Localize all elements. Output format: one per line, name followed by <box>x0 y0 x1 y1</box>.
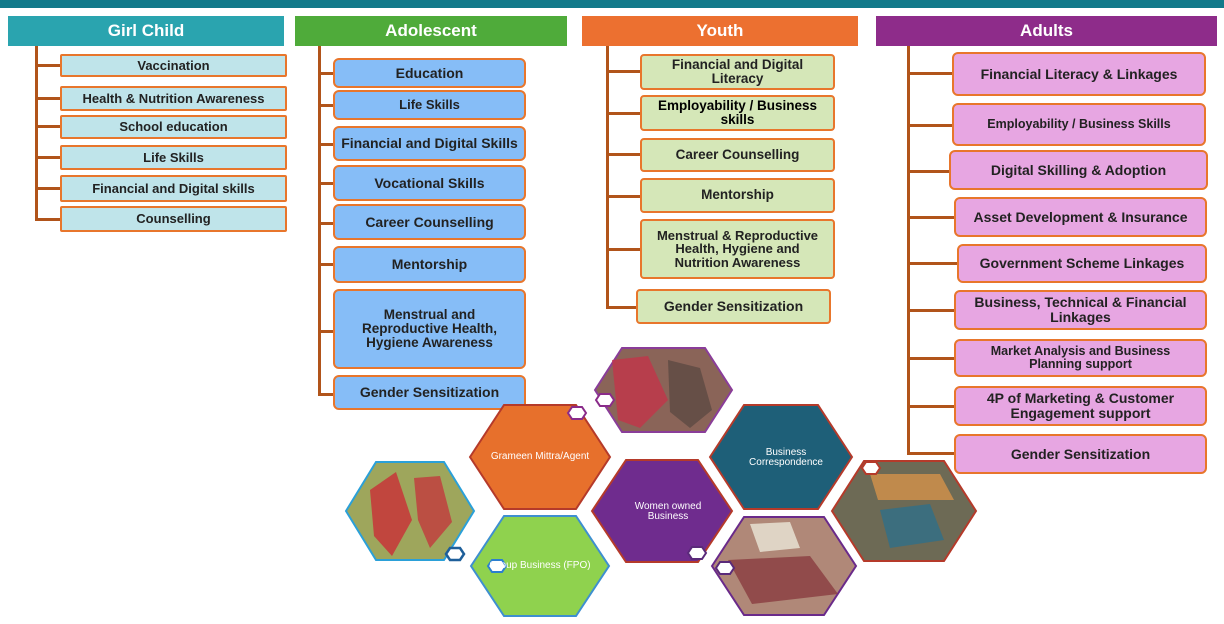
connector-tick <box>606 195 640 198</box>
girl-child-item: Life Skills <box>60 145 287 170</box>
girl-child-item: Counselling <box>60 206 287 232</box>
girl-child-item: School education <box>60 115 287 139</box>
adolescent-item: Gender Sensitization <box>333 375 526 410</box>
connector-tick <box>318 104 334 107</box>
adults-item: Government Scheme Linkages <box>957 244 1207 283</box>
youth-header: Youth <box>582 16 858 46</box>
connector-tick <box>318 72 334 75</box>
connector-tick <box>907 262 957 265</box>
connector-tick <box>907 216 954 219</box>
group-business-hexagon <box>469 515 611 617</box>
connector-tick <box>606 248 640 251</box>
connector-tick <box>606 70 640 73</box>
connector-tick <box>35 125 60 128</box>
adults-item: 4P of Marketing & Customer Engagement su… <box>954 386 1207 426</box>
connector-tick <box>35 156 60 159</box>
adults-item: Financial Literacy & Linkages <box>952 52 1206 96</box>
connector-tick <box>35 64 60 67</box>
grameen-hexagon-label: Grameen Mittra/Agent <box>490 450 590 462</box>
connector-tick <box>35 187 60 190</box>
adolescent-item: Menstrual and Reproductive Health, Hygie… <box>333 289 526 369</box>
small-hex-accent <box>714 561 736 575</box>
connector-tick <box>35 97 60 100</box>
small-hex-accent <box>860 461 882 475</box>
connector-tick <box>907 357 954 360</box>
group-business-label: Group Business (FPO) <box>489 559 591 571</box>
adolescent-item: Career Counselling <box>333 204 526 240</box>
photo-hexagon-bottom <box>710 516 858 616</box>
connector-tick <box>318 222 334 225</box>
girl-child-item: Financial and Digital skills <box>60 175 287 202</box>
girl-child-item: Vaccination <box>60 54 287 77</box>
women-owned-hexagon <box>590 459 734 563</box>
business-correspondence-label: Business Correspondence <box>749 446 823 468</box>
adolescent-header: Adolescent <box>295 16 567 46</box>
small-hex-accent <box>594 393 616 407</box>
connector-tick <box>907 405 954 408</box>
adults-item: Gender Sensitization <box>954 434 1207 474</box>
connector-tick <box>318 182 334 185</box>
youth-item: Financial and Digital Literacy <box>640 54 835 90</box>
adults-connector <box>907 46 910 454</box>
adolescent-item: Mentorship <box>333 246 526 283</box>
youth-item: Employability / Business skills <box>640 95 835 131</box>
adolescent-item: Education <box>333 58 526 88</box>
connector-tick <box>907 452 954 455</box>
grameen-hexagon <box>468 404 612 510</box>
small-hex-accent <box>486 559 508 573</box>
connector-tick <box>318 143 334 146</box>
girl-child-header: Girl Child <box>8 16 284 46</box>
connector-tick <box>318 393 334 396</box>
adults-item: Digital Skilling & Adoption <box>949 150 1208 190</box>
connector-tick <box>907 72 952 75</box>
connector-tick <box>318 263 334 266</box>
small-hex-accent <box>444 546 466 562</box>
adolescent-item: Vocational Skills <box>333 165 526 201</box>
youth-connector <box>606 46 609 308</box>
youth-item: Career Counselling <box>640 138 835 172</box>
youth-item: Mentorship <box>640 178 835 213</box>
small-hex-accent <box>566 406 588 420</box>
connector-tick <box>907 309 954 312</box>
connector-tick <box>606 112 640 115</box>
girl-child-item: Health & Nutrition Awareness <box>60 86 287 111</box>
photo-hexagon-top <box>593 347 734 433</box>
photo-hexagon-left <box>344 461 476 561</box>
connector-tick <box>606 306 636 309</box>
adults-item: Market Analysis and Business Planning su… <box>954 339 1207 377</box>
adults-item: Business, Technical & Financial Linkages <box>954 290 1207 330</box>
photo-hexagon-right <box>830 460 978 562</box>
connector-tick <box>318 330 334 333</box>
adults-item: Asset Development & Insurance <box>954 197 1207 237</box>
youth-item: Gender Sensitization <box>636 289 831 324</box>
adolescent-item: Financial and Digital Skills <box>333 126 526 161</box>
adolescent-item: Life Skills <box>333 90 526 120</box>
connector-tick <box>907 170 949 173</box>
connector-tick <box>35 218 60 221</box>
adolescent-connector <box>318 46 321 396</box>
small-hex-accent <box>686 546 708 560</box>
connector-tick <box>907 124 952 127</box>
girl-child-connector <box>35 46 38 220</box>
adults-item: Employability / Business Skills <box>952 103 1206 146</box>
top-accent-bar <box>0 0 1224 8</box>
connector-tick <box>606 153 640 156</box>
women-owned-label: Women owned Business <box>634 500 702 522</box>
adults-header: Adults <box>876 16 1217 46</box>
youth-item: Menstrual & Reproductive Health, Hygiene… <box>640 219 835 279</box>
business-correspondence-hexagon <box>708 404 854 510</box>
